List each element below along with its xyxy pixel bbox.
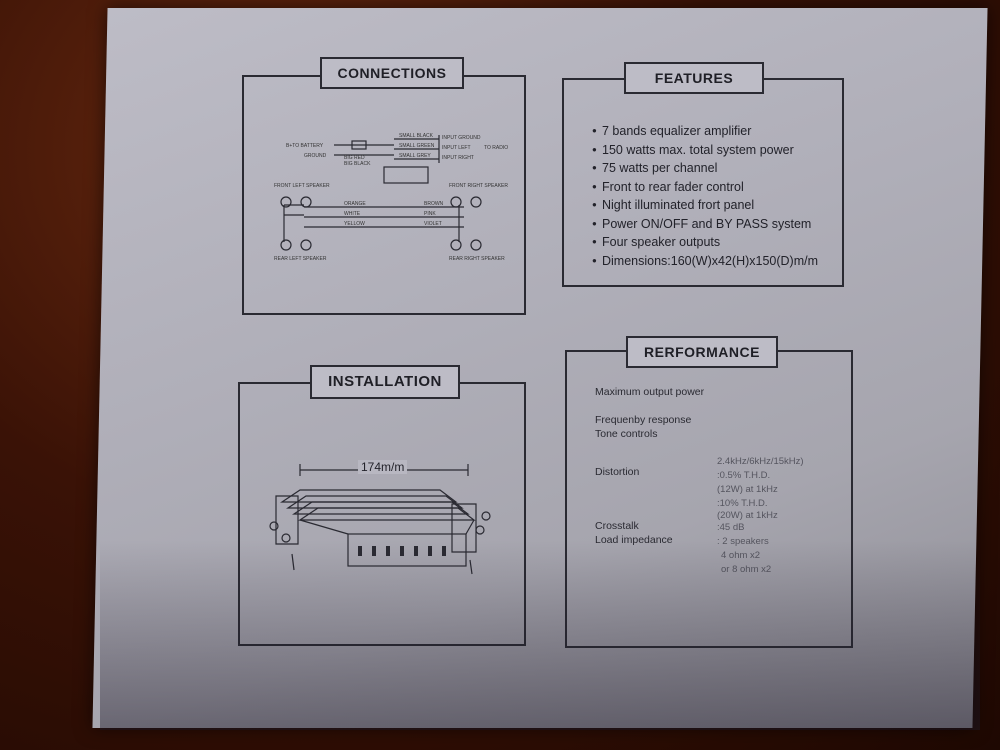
label-rear-right: REAR RIGHT SPEAKER <box>449 256 505 262</box>
label-yellow: YELLOW <box>344 221 365 227</box>
perf-label: Crosstalk <box>595 520 639 532</box>
installation-panel: 174m/m <box>238 382 526 646</box>
label-small-black: SMALL BLACK <box>399 133 434 139</box>
feature-item: Night illuminated frort panel <box>592 196 818 215</box>
label-black: BIG BLACK <box>344 161 371 167</box>
perf-value: 2.4kHz/6kHz/15kHz) <box>717 456 804 467</box>
perf-label: Tone controls <box>595 428 658 440</box>
perf-value: or 8 ohm x2 <box>721 564 772 575</box>
product-box <box>92 8 988 728</box>
perf-value: 4 ohm x2 <box>721 550 761 561</box>
connections-panel: B+TO BATTERY GROUND BIG RED BIG BLACK SM… <box>242 75 526 315</box>
label-battery: B+TO BATTERY <box>286 143 324 149</box>
label-white: WHITE <box>344 211 361 217</box>
perf-value: :10% T.H.D. <box>717 498 768 509</box>
perf-label: Distortion <box>595 466 640 478</box>
label-input-right: INPUT RIGHT <box>442 155 474 161</box>
features-panel: 7 bands equalizer amplifier 150 watts ma… <box>562 78 844 287</box>
label-front-right: FRONT RIGHT SPEAKER <box>449 183 508 189</box>
features-list: 7 bands equalizer amplifier 150 watts ma… <box>592 122 818 270</box>
perf-label: Frequenby response <box>595 414 692 426</box>
feature-item: Front to rear fader control <box>592 178 818 197</box>
dimension-label: 174m/m <box>358 460 408 474</box>
perf-label: Load impedance <box>595 534 673 546</box>
label-front-left: FRONT LEFT SPEAKER <box>274 183 330 189</box>
label-rear-left: REAR LEFT SPEAKER <box>274 256 327 262</box>
perf-value: :45 dB <box>717 522 745 533</box>
label-ground: GROUND <box>304 153 327 159</box>
feature-item: Four speaker outputs <box>592 233 818 252</box>
performance-panel: Maximum output power Frequenby response … <box>565 350 853 648</box>
label-input-left: INPUT LEFT <box>442 145 471 151</box>
perf-value: :0.5% T.H.D. <box>717 470 771 481</box>
feature-item: Power ON/OFF and BY PASS system <box>592 215 818 234</box>
connections-title: CONNECTIONS <box>320 57 464 89</box>
label-pink: PINK <box>424 211 436 217</box>
performance-title: RERFORMANCE <box>626 336 778 368</box>
label-orange: ORANGE <box>344 201 366 207</box>
label-red: BIG RED <box>344 155 365 161</box>
perf-label: Maximum output power <box>595 386 705 398</box>
feature-item: 75 watts per channel <box>592 159 818 178</box>
label-violet: VIOLET <box>424 221 442 227</box>
installation-title: INSTALLATION <box>310 365 460 399</box>
feature-item: Dimensions:160(W)x42(H)x150(D)m/m <box>592 252 818 271</box>
label-brown: BROWN <box>424 201 444 207</box>
label-input-ground: INPUT GROUND <box>442 135 481 141</box>
perf-value: : 2 speakers <box>717 536 769 547</box>
feature-item: 7 bands equalizer amplifier <box>592 122 818 141</box>
features-title: FEATURES <box>624 62 764 94</box>
label-small-green: SMALL GREEN <box>399 143 435 149</box>
label-to-radio: TO RADIO <box>484 145 508 151</box>
wiring-diagram: B+TO BATTERY GROUND BIG RED BIG BLACK SM… <box>274 133 508 262</box>
perf-value: (12W) at 1kHz <box>717 484 778 495</box>
label-small-grey: SMALL GREY <box>399 153 431 159</box>
feature-item: 150 watts max. total system power <box>592 141 818 160</box>
installation-diagram <box>269 464 491 575</box>
perf-value: (20W) at 1kHz <box>717 510 778 521</box>
